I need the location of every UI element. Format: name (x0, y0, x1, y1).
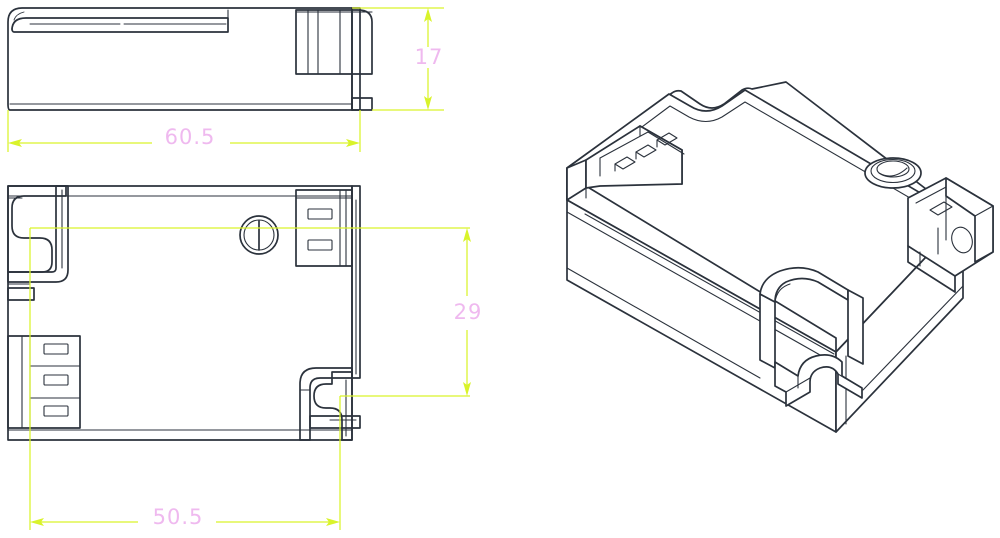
terminal-block-left (7, 335, 81, 429)
dimension-label-60-5: 60.5 (165, 125, 216, 149)
terminal-block-right-3d (907, 177, 994, 293)
dimension-overall-depth: 29 (30, 227, 483, 397)
dimension-label-50-5: 50.5 (153, 505, 204, 529)
isometric-view (566, 81, 994, 433)
dimension-overall-height: 17 (352, 7, 444, 111)
plan-view (7, 185, 361, 441)
mounting-bracket-3d (759, 266, 864, 407)
potentiometer-icon (239, 215, 279, 255)
terminal-block-left-3d (566, 125, 685, 201)
dimension-label-17: 17 (415, 45, 444, 69)
side-elevation-view (7, 7, 373, 111)
dimension-label-29: 29 (454, 300, 483, 324)
dimension-overall-length: 60.5 (7, 110, 361, 152)
dimension-mounting-length: 50.5 (29, 228, 341, 530)
potentiometer-recess-3d (864, 157, 922, 189)
